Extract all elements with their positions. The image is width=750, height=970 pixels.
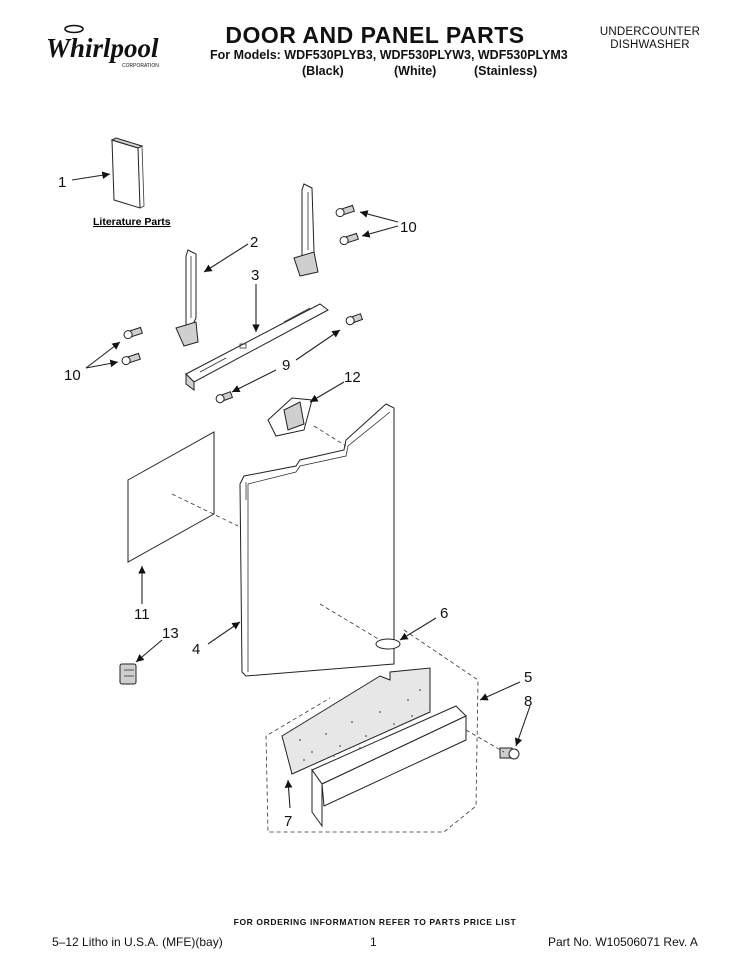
part-door-insulation (127, 431, 215, 563)
callout-4: 4 (192, 641, 200, 658)
callout-5: 5 (524, 669, 532, 686)
callout-8: 8 (524, 693, 532, 710)
part-door-handle (267, 397, 313, 437)
callout-12: 12 (344, 369, 361, 386)
callout-1: 1 (58, 174, 66, 191)
brand-wordmark: Whirlpool (46, 33, 159, 63)
callout-10-top: 10 (400, 219, 417, 236)
callout-10-bottom: 10 (64, 367, 81, 384)
part-hinge-left (175, 249, 199, 347)
part-access-panel-screw (499, 747, 520, 760)
part-clip (119, 663, 137, 685)
litho-info: 5–12 Litho in U.S.A. (MFE)(bay) (52, 935, 223, 949)
part-gasket (375, 638, 401, 650)
models-line: For Models: WDF530PLYB3, WDF530PLYW3, WD… (210, 48, 568, 62)
whirlpool-logo: Whirlpool CORPORATION (46, 24, 159, 69)
callout-11: 11 (134, 606, 150, 623)
ordering-info: FOR ORDERING INFORMATION REFER TO PARTS … (233, 917, 517, 927)
part-outer-door-panel (239, 403, 395, 677)
part-foam-insulation (281, 667, 431, 775)
callout-2: 2 (250, 234, 258, 251)
part-number: Part No. W10506071 Rev. A (548, 935, 698, 949)
part-screws-channel (215, 313, 364, 404)
page-number: 1 (370, 935, 377, 949)
appliance-type: UNDERCOUNTER DISHWASHER (580, 26, 720, 52)
part-access-panel (311, 705, 467, 828)
variant-stainless: (Stainless) (474, 64, 538, 78)
callout-3: 3 (251, 267, 259, 284)
part-literature-booklet (110, 137, 145, 209)
page-title: DOOR AND PANEL PARTS (225, 22, 525, 48)
literature-parts-label: Literature Parts (93, 216, 171, 228)
brand-corporation: CORPORATION (122, 63, 159, 69)
part-mounting-channel (185, 303, 329, 391)
callout-9: 9 (282, 357, 290, 374)
appliance-type-line1: UNDERCOUNTER (599, 26, 701, 38)
callout-7: 7 (284, 813, 292, 830)
callout-13: 13 (162, 625, 179, 642)
variant-white: (White) (394, 64, 437, 78)
part-hinge-right (293, 183, 319, 277)
leader-lines (71, 171, 531, 809)
appliance-type-line2: DISHWASHER (610, 39, 690, 51)
part-screws-hinge (121, 204, 359, 366)
callout-6: 6 (440, 605, 448, 622)
variant-black: (Black) (302, 64, 344, 78)
